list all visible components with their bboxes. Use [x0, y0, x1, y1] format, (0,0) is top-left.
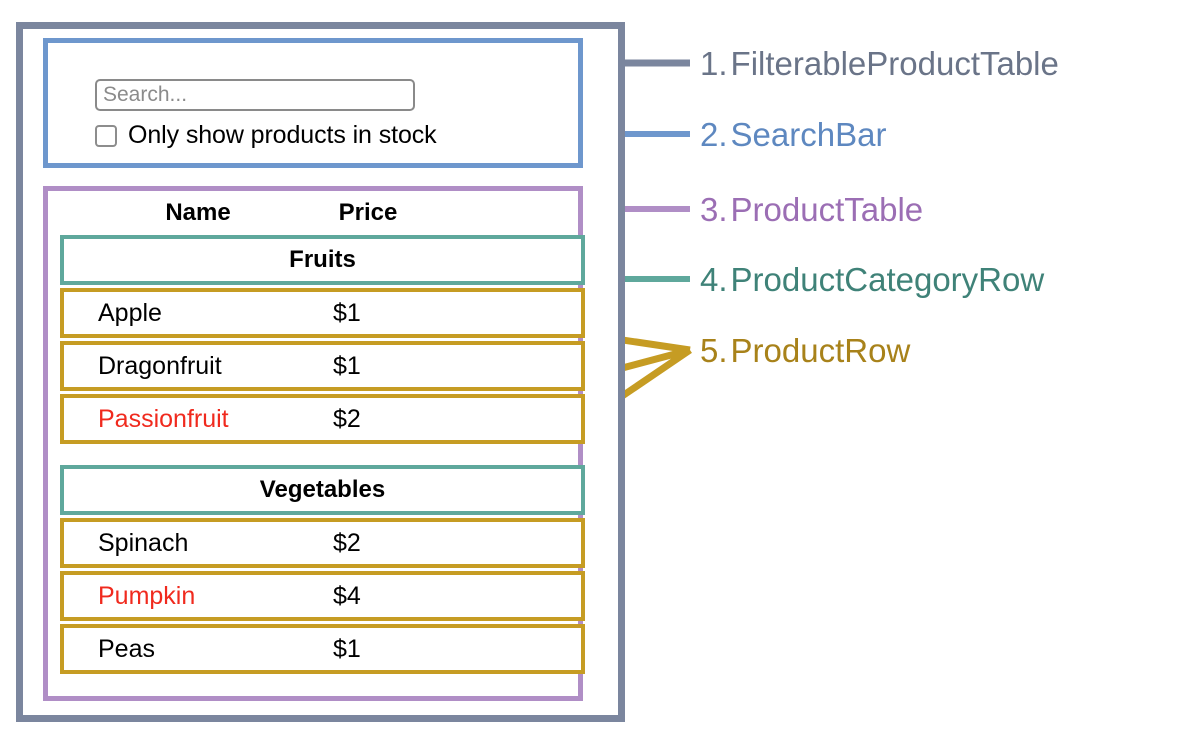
product-row: Pumpkin $4 — [60, 571, 585, 621]
product-row: Passionfruit $2 — [60, 394, 585, 444]
product-category-row: Fruits — [60, 235, 585, 285]
legend-number-3: 3. — [700, 191, 728, 228]
product-price: $1 — [333, 298, 361, 327]
group-spacer — [60, 447, 585, 465]
legend-number-1: 1. — [700, 45, 728, 82]
product-price: $4 — [333, 581, 361, 610]
product-category-row: Vegetables — [60, 465, 585, 515]
column-header-name: Name — [165, 199, 231, 226]
product-table: Name Price Fruits Apple $1 Dragonfruit $… — [43, 186, 585, 701]
product-price: $1 — [333, 351, 361, 380]
legend-number-2: 2. — [700, 116, 728, 153]
product-name: Dragonfruit — [98, 351, 222, 380]
product-row: Peas $1 — [60, 624, 585, 674]
legend-item-2: 2.SearchBar — [700, 116, 886, 154]
product-name: Passionfruit — [98, 404, 229, 433]
legend-label-2: SearchBar — [730, 116, 887, 153]
legend-number-4: 4. — [700, 261, 728, 298]
product-table-inner: Name Price Fruits Apple $1 Dragonfruit $… — [60, 191, 585, 677]
search-bar: Only show products in stock — [43, 38, 583, 168]
legend-item-5: 5.ProductRow — [700, 332, 910, 370]
legend-label-1: FilterableProductTable — [730, 45, 1059, 82]
legend-label-4: ProductCategoryRow — [730, 261, 1045, 298]
product-price: $2 — [333, 404, 361, 433]
column-header-price: Price — [338, 199, 398, 226]
product-category-label: Vegetables — [259, 476, 386, 503]
product-name: Pumpkin — [98, 581, 196, 610]
product-name: Peas — [98, 634, 155, 663]
table-column-header-row: Name Price — [60, 191, 585, 235]
product-row: Spinach $2 — [60, 518, 585, 568]
in-stock-checkbox-label: Only show products in stock — [128, 121, 437, 149]
product-category-label: Fruits — [289, 246, 356, 273]
product-price: $1 — [333, 634, 361, 663]
product-row: Apple $1 — [60, 288, 585, 338]
legend-item-3: 3.ProductTable — [700, 191, 923, 229]
legend-item-4: 4.ProductCategoryRow — [700, 261, 1044, 299]
legend-label-3: ProductTable — [730, 191, 924, 228]
checkbox-icon[interactable] — [95, 124, 117, 147]
in-stock-checkbox-row[interactable]: Only show products in stock — [95, 121, 437, 150]
product-name: Spinach — [98, 528, 189, 557]
legend-number-5: 5. — [700, 332, 728, 369]
legend-label-5: ProductRow — [730, 332, 911, 369]
product-price: $2 — [333, 528, 361, 557]
legend-item-1: 1.FilterableProductTable — [700, 45, 1059, 83]
product-row: Dragonfruit $1 — [60, 341, 585, 391]
search-input[interactable] — [95, 79, 415, 111]
product-name: Apple — [98, 298, 162, 327]
